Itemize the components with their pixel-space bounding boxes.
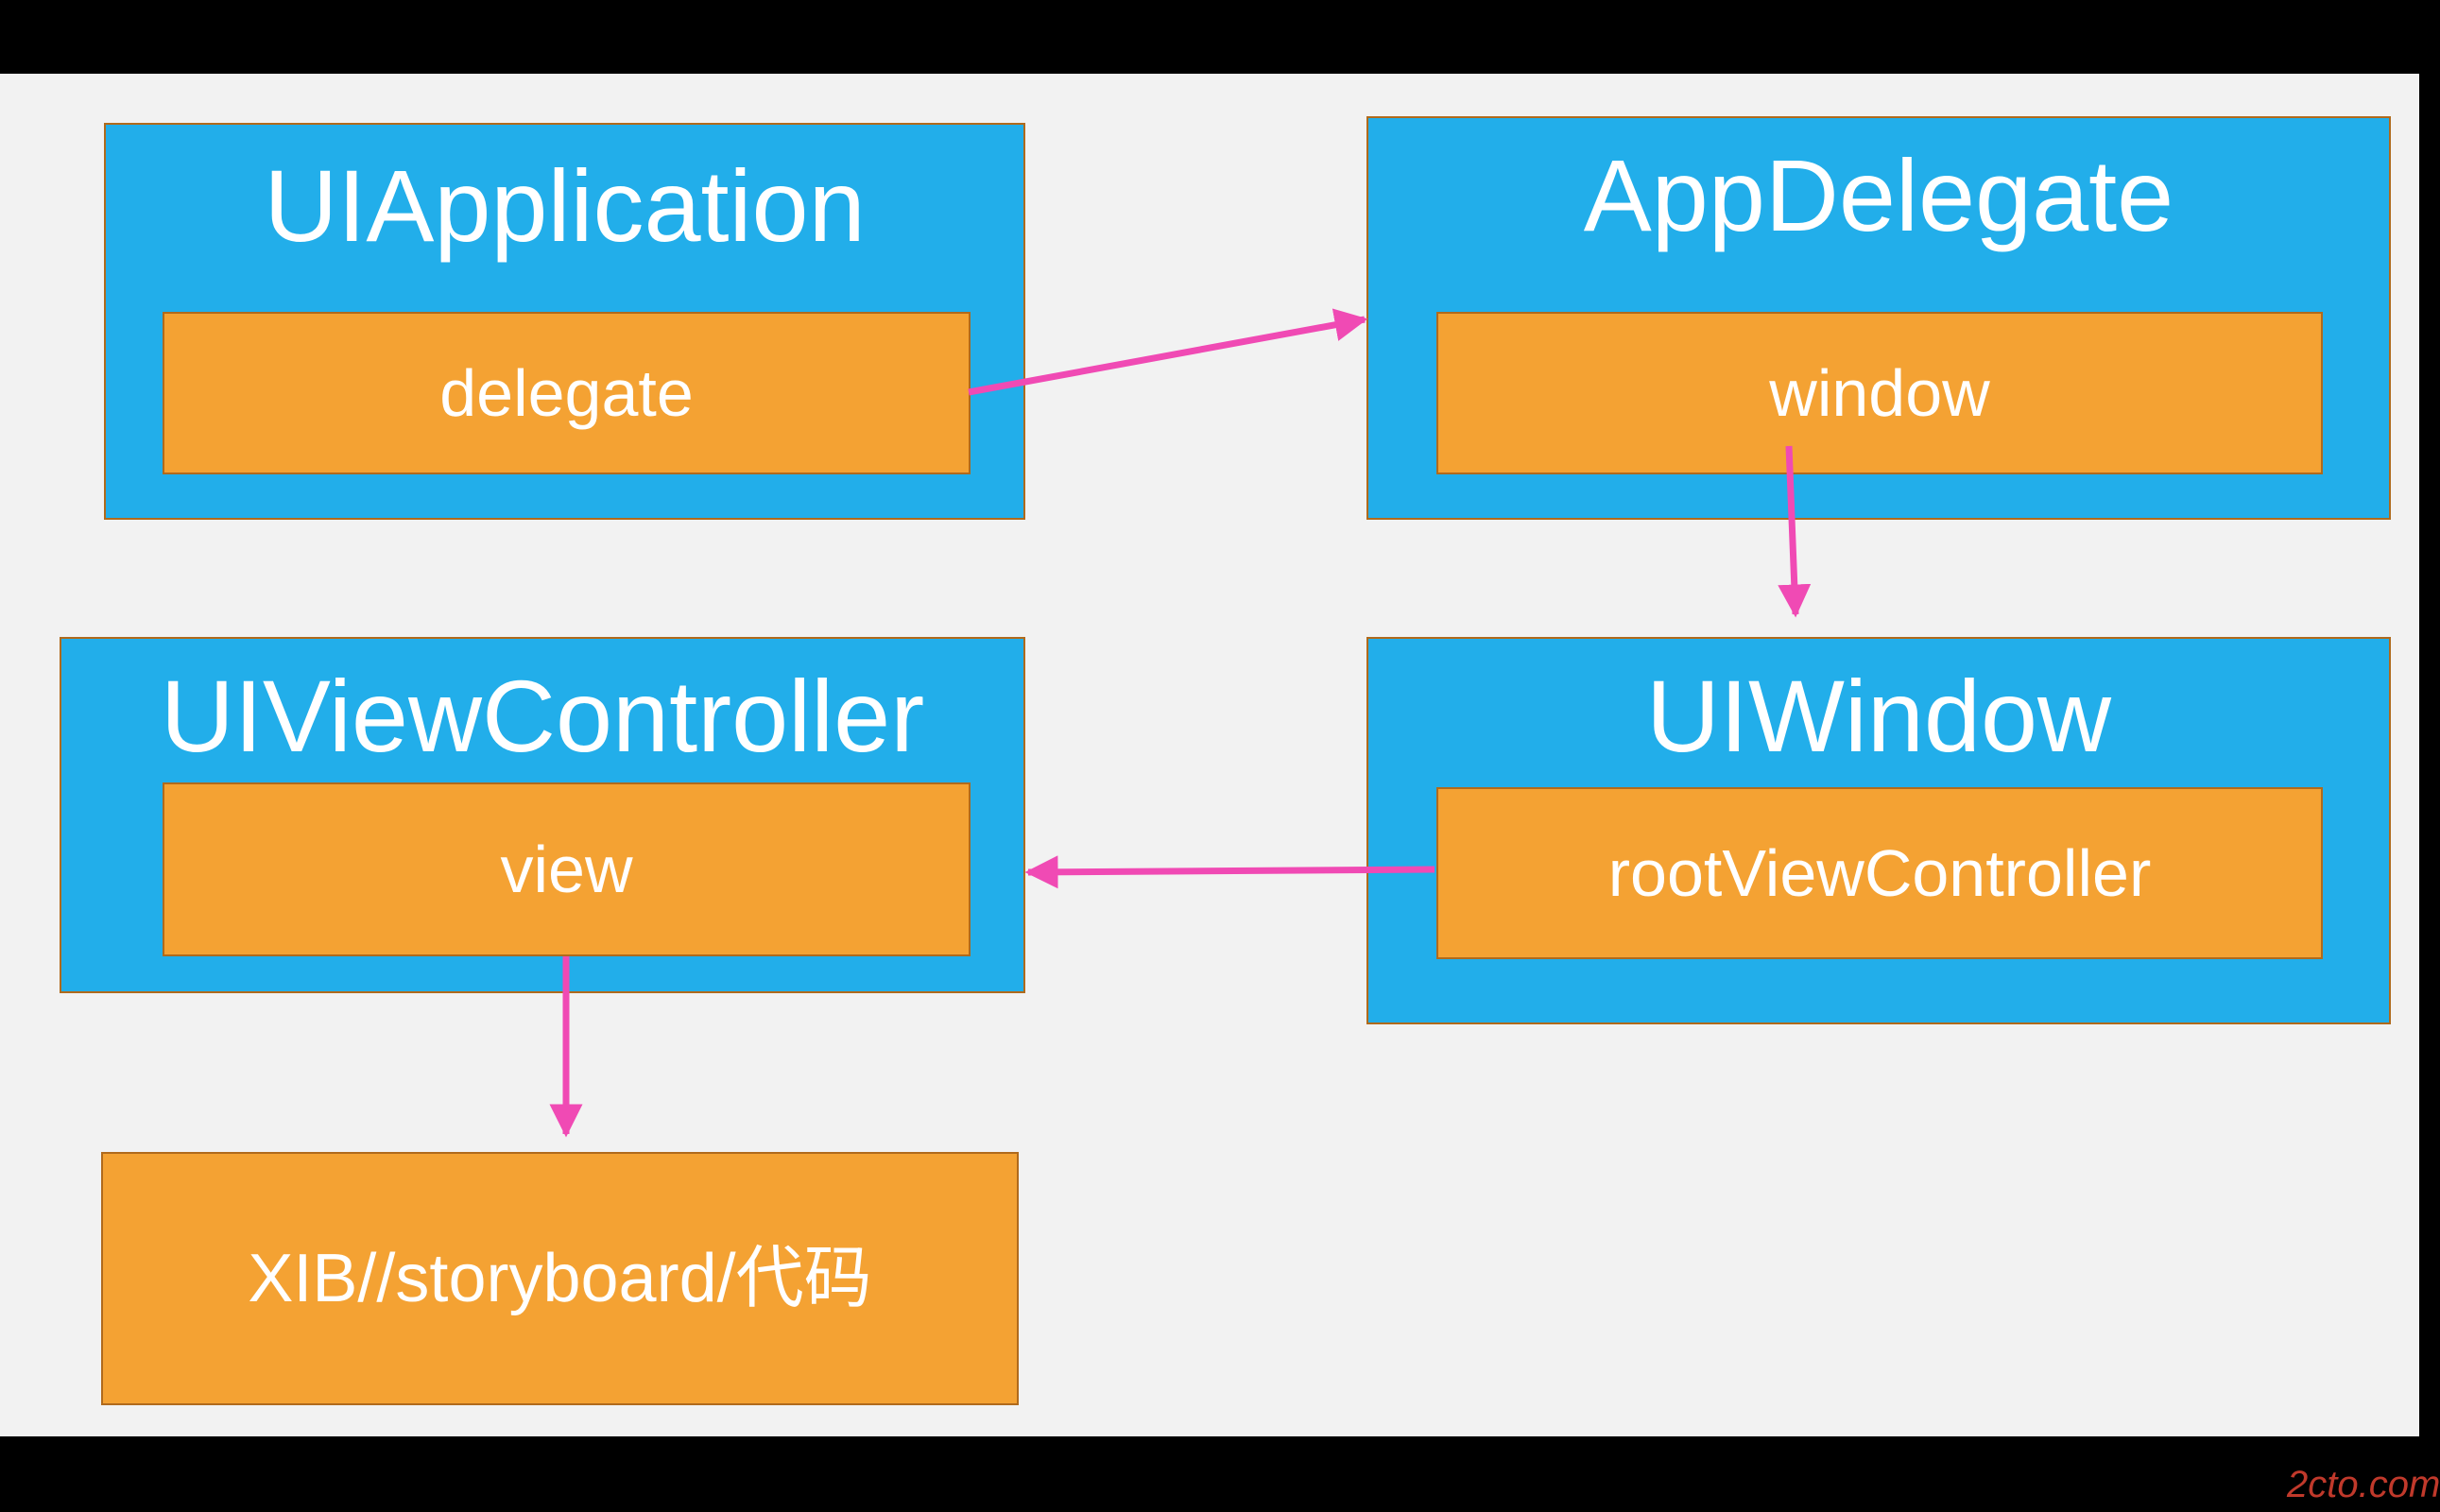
bottom-letterbox-bar xyxy=(0,1436,2419,1512)
uiviewcontroller-view-label: view xyxy=(500,833,633,906)
appdelegate-window-label: window xyxy=(1769,356,1990,430)
uiapplication-title: UIApplication xyxy=(264,148,866,263)
top-letterbox-bar xyxy=(0,0,2419,74)
uiapplication-delegate-box: delegate xyxy=(163,312,971,474)
uiapplication-box: UIApplication delegate xyxy=(104,123,1025,520)
appdelegate-window-box: window xyxy=(1436,312,2323,474)
uiwindow-title: UIWindow xyxy=(1645,659,2112,773)
site-watermark: 2cto.com xyxy=(2287,1464,2440,1505)
uiwindow-rootviewcontroller-box: rootViewController xyxy=(1436,787,2323,959)
uiviewcontroller-title: UIViewController xyxy=(160,659,925,773)
source-label: XIB//storyboard/代码 xyxy=(248,1241,872,1316)
uiviewcontroller-view-box: view xyxy=(163,782,971,956)
source-box: XIB//storyboard/代码 xyxy=(101,1152,1019,1405)
appdelegate-title: AppDelegate xyxy=(1583,138,2174,252)
appdelegate-box: AppDelegate window xyxy=(1366,116,2391,520)
uiwindow-rootviewcontroller-label: rootViewController xyxy=(1607,836,2152,910)
uiapplication-delegate-label: delegate xyxy=(439,356,694,430)
uiwindow-box: UIWindow rootViewController xyxy=(1366,637,2391,1024)
uiviewcontroller-box: UIViewController view xyxy=(60,637,1025,993)
